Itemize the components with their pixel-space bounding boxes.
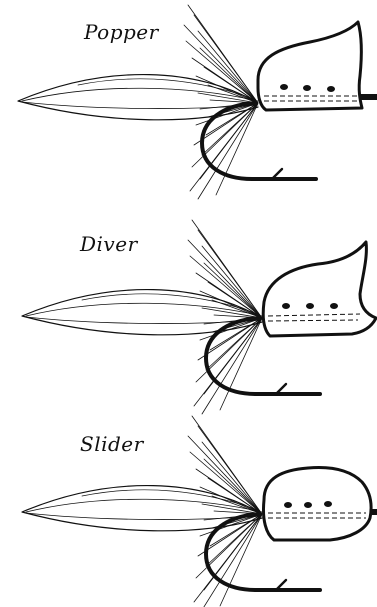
- slider-dot: [304, 502, 312, 508]
- diver-dot: [306, 303, 314, 309]
- popper-dot: [303, 85, 311, 91]
- diver-dot: [282, 303, 290, 309]
- diver-drawing: [22, 220, 376, 414]
- diver-dot: [330, 303, 338, 309]
- popper-dot: [280, 84, 288, 90]
- popper-dot: [327, 86, 335, 92]
- slider-dot: [284, 502, 292, 508]
- popper-body: [258, 22, 362, 110]
- slider-dot: [324, 501, 332, 507]
- diver-body: [263, 242, 376, 336]
- slider-body: [263, 468, 371, 540]
- slider-hackle: [188, 416, 262, 607]
- popper-drawing: [18, 5, 377, 199]
- slider-drawing: [22, 416, 377, 607]
